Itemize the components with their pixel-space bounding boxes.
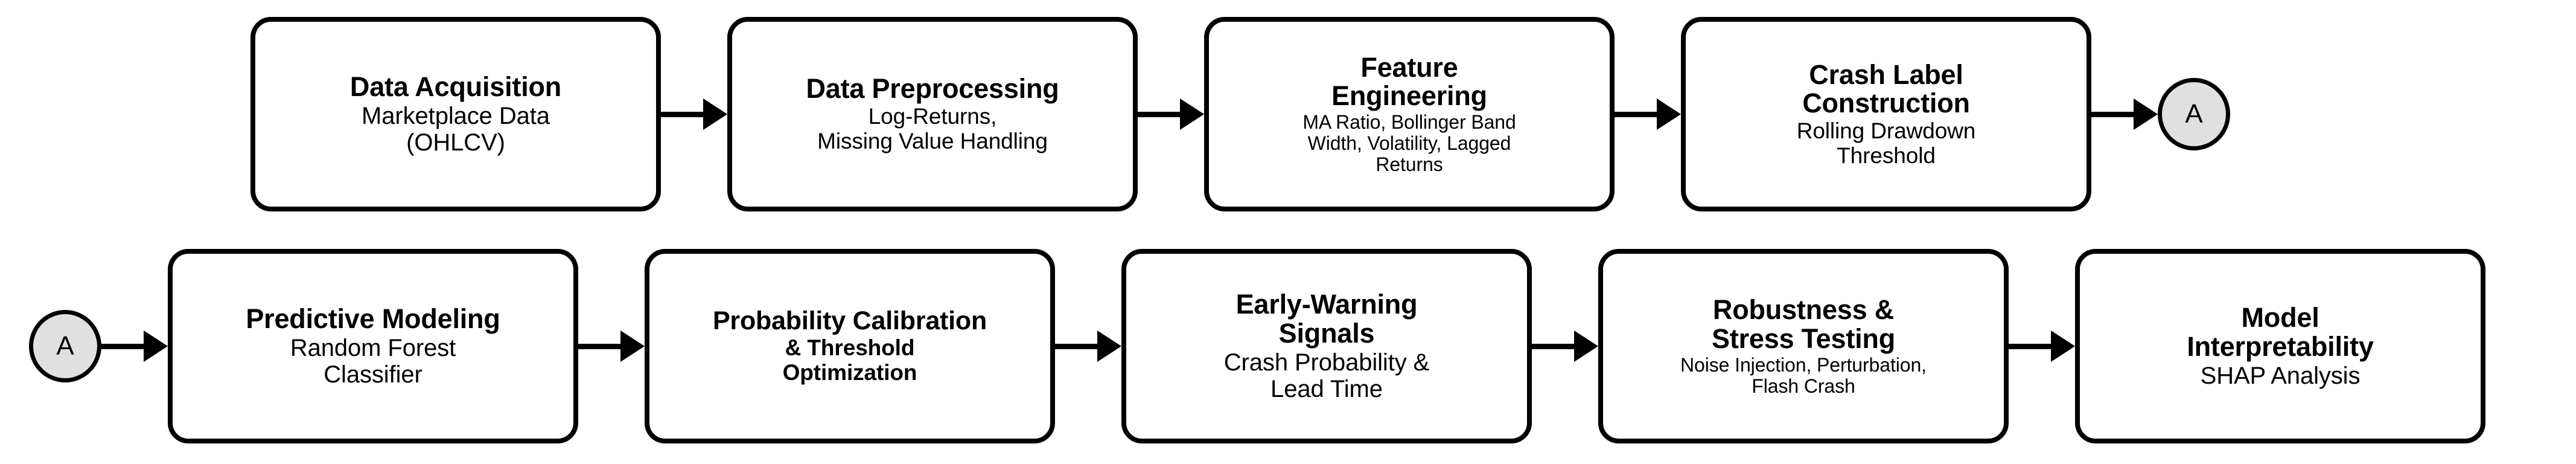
arrow-shaft [2091, 111, 2134, 117]
node-subtitle: MA Ratio, Bollinger Band Width, Volatili… [1302, 111, 1516, 176]
arrow-right-icon [661, 98, 727, 130]
node-subtitle: Random Forest Classifier [290, 334, 456, 388]
arrow-head [1657, 98, 1681, 130]
arrow-head [1574, 330, 1598, 362]
arrow-shaft [2009, 343, 2052, 349]
node-subtitle: Crash Probability & Lead Time [1223, 349, 1430, 402]
node-subtitle: Rolling Drawdown Threshold [1796, 118, 1976, 168]
node-crash-label-construction[interactable]: Crash Label Construction Rolling Drawdow… [1681, 17, 2091, 211]
flowchart-row-1: Data Acquisition Marketplace Data (OHLCV… [0, 8, 2576, 220]
arrow-head [2051, 330, 2075, 362]
node-robustness-stress-testing[interactable]: Robustness & Stress Testing Noise Inject… [1598, 249, 2009, 443]
node-subtitle: Log-Returns, Missing Value Handling [817, 104, 1048, 153]
arrow-shaft [1615, 111, 1657, 117]
flowchart-row-2: A Predictive Modeling Random Forest Clas… [0, 240, 2576, 452]
node-feature-engineering[interactable]: Feature Engineering MA Ratio, Bollinger … [1204, 17, 1615, 211]
node-title: Model Interpretability [2187, 302, 2374, 362]
arrow-right-icon [1138, 98, 1204, 130]
arrow-shaft [661, 111, 704, 117]
node-data-acquisition[interactable]: Data Acquisition Marketplace Data (OHLCV… [250, 17, 661, 211]
node-model-interpretability[interactable]: Model Interpretability SHAP Analysis [2075, 249, 2485, 443]
arrow-right-icon [578, 330, 645, 362]
arrow-head [2134, 98, 2158, 130]
node-title: Crash Label Construction [1802, 59, 1970, 119]
arrow-right-icon [2009, 330, 2075, 362]
connector-label: A [56, 331, 74, 361]
arrow-shaft [1138, 111, 1181, 117]
arrow-head [703, 98, 727, 130]
node-title: Data Acquisition [349, 71, 562, 103]
arrow-shaft [1532, 343, 1575, 349]
arrow-head [1097, 330, 1121, 362]
node-title: Predictive Modeling [246, 303, 500, 335]
arrow-shaft [578, 343, 621, 349]
arrow-shaft [1055, 343, 1098, 349]
arrow-head [144, 330, 168, 362]
node-title: Data Preprocessing [806, 73, 1059, 105]
node-subtitle: Noise Injection, Perturbation, Flash Cra… [1680, 353, 1927, 397]
node-title: Early-Warning Signals [1235, 289, 1418, 349]
arrow-right-icon [101, 330, 168, 362]
arrow-right-icon [1055, 330, 1121, 362]
node-title: Robustness & Stress Testing [1712, 294, 1895, 354]
arrow-right-icon [2091, 98, 2158, 130]
node-predictive-modeling[interactable]: Predictive Modeling Random Forest Classi… [168, 249, 578, 443]
node-subtitle: SHAP Analysis [2200, 362, 2361, 389]
node-early-warning-signals[interactable]: Early-Warning Signals Crash Probability … [1121, 249, 1532, 443]
arrow-head [620, 330, 645, 362]
arrow-shaft [101, 343, 144, 349]
arrow-right-icon [1532, 330, 1598, 362]
node-subtitle: & Threshold Optimization [782, 335, 917, 385]
connector-label: A [2185, 99, 2203, 129]
node-title: Probability Calibration [712, 306, 987, 335]
node-probability-calibration[interactable]: Probability Calibration & Threshold Opti… [645, 249, 1055, 443]
node-title: Feature Engineering [1331, 51, 1487, 112]
connector-a-out[interactable]: A [2158, 78, 2230, 150]
arrow-head [1180, 98, 1204, 130]
node-data-preprocessing[interactable]: Data Preprocessing Log-Returns, Missing … [727, 17, 1138, 211]
node-subtitle: Marketplace Data (OHLCV) [362, 102, 550, 156]
arrow-right-icon [1615, 98, 1681, 130]
connector-a-in[interactable]: A [29, 310, 101, 382]
